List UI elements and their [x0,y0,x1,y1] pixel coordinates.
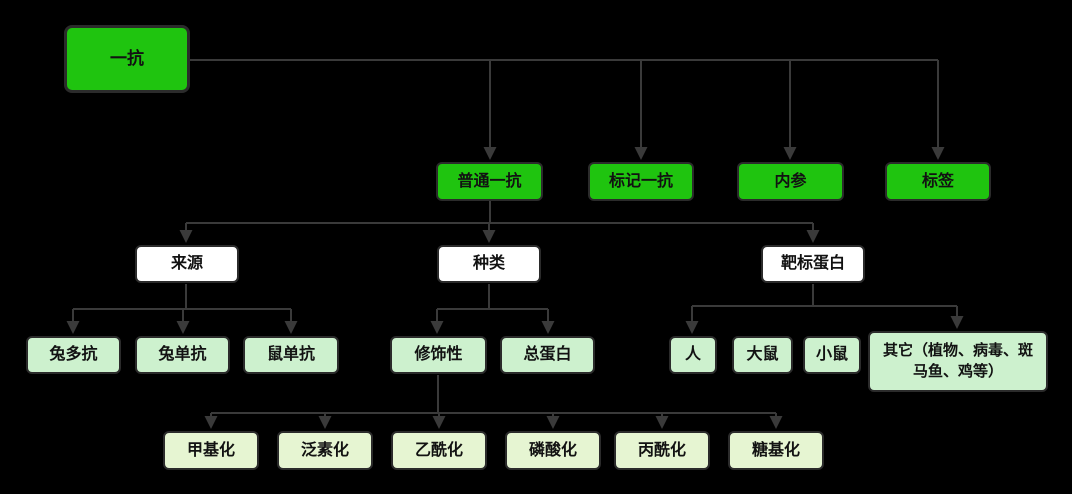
node-total-protein: 总蛋白 [500,336,595,374]
node-source: 来源 [135,245,239,283]
node-rabbit-polyclonal: 兔多抗 [26,336,121,374]
node-human: 人 [669,336,717,374]
node-modification: 修饰性 [390,336,487,374]
node-internal-reference: 内参 [737,162,844,201]
node-propionylation: 丙酰化 [614,431,710,470]
connector-root-to-level2 [190,59,945,160]
node-acetylation: 乙酰化 [391,431,487,470]
node-methylation: 甲基化 [163,431,259,470]
connector-type-to-kinds [430,284,555,334]
node-mouse: 小鼠 [803,336,861,374]
node-mouse-monoclonal: 鼠单抗 [243,336,339,374]
node-rabbit-monoclonal: 兔单抗 [135,336,230,374]
connector-modification-to-types [204,375,783,429]
node-labeled-primary: 标记一抗 [588,162,694,201]
node-regular-primary: 普通一抗 [436,162,543,201]
connector-regular-primary-to-categories [179,201,820,243]
node-primary-antibody: 一抗 [64,25,190,93]
node-tag: 标签 [885,162,991,201]
connector-source-to-hosts [66,284,298,334]
node-others: 其它（植物、病毒、斑马鱼、鸡等） [868,331,1048,392]
node-phosphorylation: 磷酸化 [505,431,601,470]
node-target-protein: 靶标蛋白 [761,245,865,283]
node-rat: 大鼠 [732,336,793,374]
connector-target-to-species [685,284,964,334]
node-ubiquitination: 泛素化 [277,431,373,470]
node-type: 种类 [437,245,541,283]
node-glycosylation: 糖基化 [728,431,824,470]
